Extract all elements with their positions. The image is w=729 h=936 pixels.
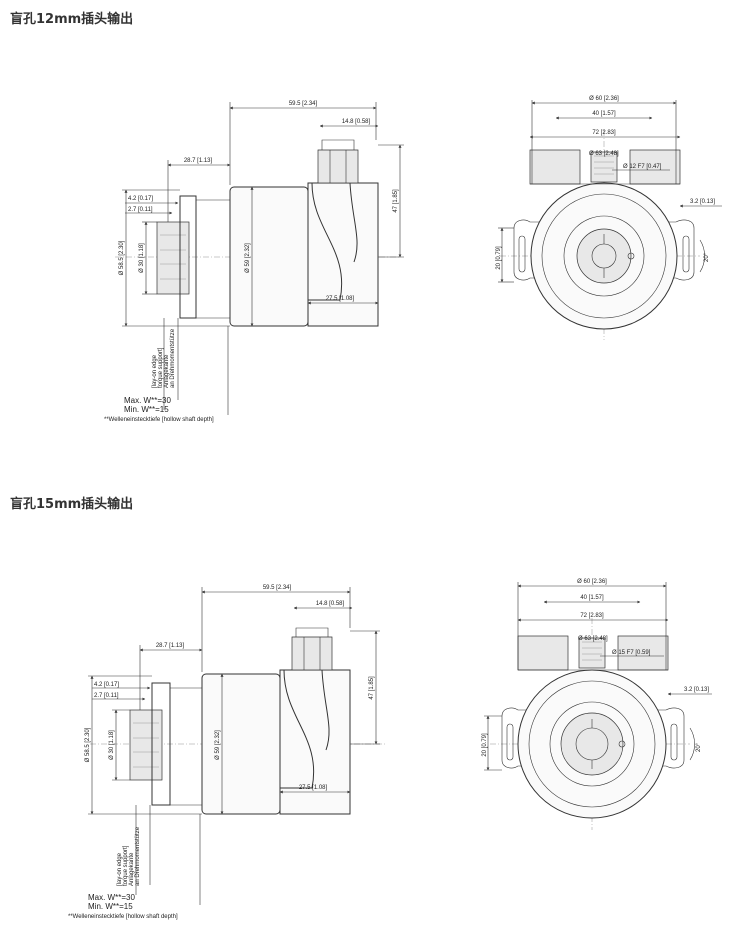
dim-slot: 3.2 [0.13]: [684, 687, 709, 693]
dim-flange-a: 4.2 [0.17]: [128, 196, 153, 202]
dim-bolt-circle: 40 [1.57]: [580, 595, 604, 601]
connector: [317, 149, 359, 184]
side-view: 59.5 [2.34] 14.8 [0.58] 28.7 [1.13] 4.2 …: [68, 585, 385, 920]
connector-center: [578, 637, 606, 669]
section-title-blind-15mm: 盲孔15mm插头输出: [10, 497, 134, 512]
dim-overall-length: 59.5 [2.34]: [289, 101, 318, 107]
torque-support-label-3: Anlagekante: [129, 852, 135, 886]
connector-left: [529, 149, 581, 185]
torque-support-label-1: [lay-on edge: [152, 354, 158, 388]
dim-bore: Ø 30 [1.18]: [139, 243, 145, 273]
drawing-blind-12mm: 59.5 [2.34] 14.8 [0.58] 28.7 [1.13] 4.2 …: [104, 96, 722, 423]
side-view: 59.5 [2.34] 14.8 [0.58] 28.7 [1.13] 4.2 …: [104, 101, 404, 423]
torque-support-label-2: torque support]: [123, 845, 129, 886]
dim-width: 72 [2.83]: [592, 130, 616, 136]
dim-connector: 14.8 [0.58]: [342, 119, 371, 125]
dim-offset-vertical: 20 [0.79]: [482, 733, 488, 757]
dim-slot: 3.2 [0.13]: [690, 199, 715, 205]
max-w-note: Max. W**=30: [124, 396, 171, 405]
hollow-shaft: [576, 228, 632, 284]
dim-flange-b: 2.7 [0.11]: [128, 207, 153, 213]
min-w-note: Min. W**=15: [124, 405, 169, 414]
dim-body-length: 27.5 [1.08]: [299, 785, 328, 791]
dim-offset-vertical: 20 [0.79]: [496, 246, 502, 270]
footnote: **Welleneinstecktiefe [hollow shaft dept…: [68, 914, 178, 920]
dim-outer-dia: Ø 60 [2.36]: [577, 579, 607, 585]
max-w-note: Max. W**=30: [88, 893, 135, 902]
dim-connector-height: 47 [1.85]: [369, 676, 375, 700]
dim-flange-b: 2.7 [0.11]: [94, 693, 119, 699]
dim-bore-fit: Ø 12 F7 [0.47]: [623, 164, 662, 170]
dim-body-dia: Ø 59 [2.32]: [245, 243, 251, 273]
torque-support-label-2: torque support]: [158, 347, 164, 388]
torque-support-label-4: an Drehmomentstütze: [170, 328, 176, 388]
dim-flange-a: 4.2 [0.17]: [94, 682, 119, 688]
torque-support-label-3: Anlagekante: [164, 354, 170, 388]
dim-inner-dia: Ø 63 [2.48]: [589, 151, 619, 157]
min-w-note: Min. W**=15: [88, 902, 133, 911]
dim-width: 72 [2.83]: [580, 613, 604, 619]
dim-angle: 20°: [704, 252, 710, 262]
front-view: Ø 60 [2.36] 40 [1.57] 72 [2.83] Ø 63 [2.…: [496, 96, 722, 340]
dim-connector: 14.8 [0.58]: [316, 601, 345, 607]
dim-bolt-circle: 40 [1.57]: [592, 111, 616, 117]
torque-support-label-1: [lay-on edge: [117, 852, 123, 886]
dim-bore-fit: Ø 15 F7 [0.59]: [612, 650, 651, 656]
section-title-blind-12mm: 盲孔12mm插头输出: [10, 12, 134, 27]
dim-offset: 28.7 [1.13]: [156, 643, 185, 649]
dim-overall-length: 59.5 [2.34]: [263, 585, 292, 591]
torque-support-label-4: an Drehmomentstütze: [135, 826, 141, 886]
hub: [156, 221, 190, 295]
connector-center: [590, 151, 618, 183]
dim-outer-dia: Ø 60 [2.36]: [589, 96, 619, 102]
dim-bore: Ø 30 [1.18]: [109, 730, 115, 760]
dim-total-height: Ø 58.5 [2.30]: [85, 727, 91, 762]
footnote: **Welleneinstecktiefe [hollow shaft dept…: [104, 417, 214, 423]
front-view: Ø 60 [2.36] 40 [1.57] 72 [2.83] Ø 63 [2.…: [482, 579, 712, 830]
dim-inner-dia: Ø 63 [2.48]: [578, 636, 608, 642]
connector: [291, 636, 333, 671]
dim-body-length: 27.5 [1.08]: [326, 296, 355, 302]
connector-right: [617, 635, 669, 671]
dim-connector-height: 47 [1.85]: [393, 189, 399, 213]
dim-total-height: Ø 58.5 [2.30]: [119, 240, 125, 275]
dim-angle: 20°: [696, 742, 702, 752]
hollow-shaft: [560, 712, 624, 776]
connector-right: [629, 149, 681, 185]
encoder-body: [201, 673, 281, 815]
hub: [129, 709, 163, 781]
dim-offset: 28.7 [1.13]: [184, 158, 213, 164]
connector-left: [517, 635, 569, 671]
dim-body-dia: Ø 59 [2.32]: [215, 730, 221, 760]
